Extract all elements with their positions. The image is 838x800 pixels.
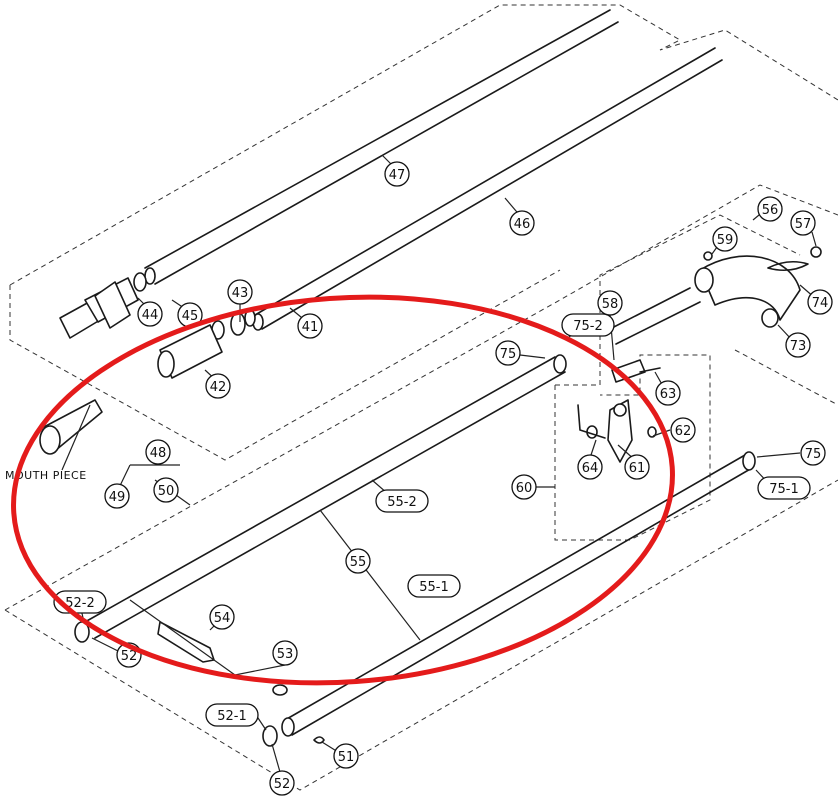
callout-41: 41 [297, 313, 323, 339]
valve-group-boundary [554, 214, 801, 541]
svg-text:57: 57 [795, 217, 812, 232]
leader-lines [61, 154, 817, 773]
callout-75-2: 75-2 [561, 313, 615, 337]
tube-55-2 [84, 354, 567, 639]
tube-46 [252, 47, 723, 331]
screw-59 [703, 251, 713, 261]
svg-text:64: 64 [582, 461, 599, 476]
svg-text:53: 53 [277, 647, 294, 662]
cap-74 [767, 260, 809, 272]
svg-text:75-2: 75-2 [573, 319, 603, 334]
callout-52-1: 52-1 [205, 703, 259, 727]
svg-text:59: 59 [717, 233, 734, 248]
svg-text:55-1: 55-1 [419, 580, 449, 595]
svg-text:74: 74 [812, 296, 829, 311]
svg-text:62: 62 [675, 424, 692, 439]
svg-text:75: 75 [805, 447, 822, 462]
plug-52 [74, 621, 278, 747]
callout-74: 74 [807, 289, 833, 315]
svg-text:75: 75 [500, 347, 517, 362]
clip-51 [313, 736, 325, 744]
callout-49: 49 [104, 483, 130, 509]
svg-text:41: 41 [302, 320, 319, 335]
callout-75-b: 75 [800, 440, 826, 466]
svg-text:52: 52 [121, 649, 138, 664]
svg-text:49: 49 [109, 490, 126, 505]
callout-64: 64 [577, 454, 603, 480]
callout-44: 44 [137, 301, 163, 327]
svg-text:50: 50 [158, 484, 175, 499]
red-highlight-ellipse [11, 294, 675, 686]
svg-text:63: 63 [660, 387, 677, 402]
svg-text:44: 44 [142, 308, 159, 323]
pin-54 [157, 621, 215, 663]
callout-57: 57 [790, 210, 816, 236]
bow-56 [694, 255, 801, 328]
svg-text:47: 47 [389, 168, 406, 183]
upper-assembly-boundary [9, 4, 838, 461]
callout-55-1: 55-1 [407, 574, 461, 598]
callout-52-b: 52 [269, 770, 295, 796]
callout-54: 54 [209, 604, 235, 630]
fitting-42 [157, 324, 223, 379]
svg-text:54: 54 [214, 611, 231, 626]
callout-47: 47 [384, 161, 410, 187]
svg-text:52: 52 [274, 777, 291, 792]
svg-text:73: 73 [790, 339, 807, 354]
callout-56: 56 [757, 196, 783, 222]
callout-75-1: 75-1 [757, 476, 811, 500]
callout-60: 60 [511, 474, 537, 500]
callout-63: 63 [655, 380, 681, 406]
valve-61 [607, 399, 633, 463]
screw-63 [639, 367, 661, 373]
mouthpiece [39, 399, 103, 455]
svg-text:52-2: 52-2 [65, 596, 95, 611]
callout-46: 46 [509, 210, 535, 236]
callout-73: 73 [785, 332, 811, 358]
fitting-44 [59, 277, 139, 339]
screw-57 [810, 246, 822, 258]
callout-61: 61 [624, 454, 650, 480]
callout-53: 53 [272, 640, 298, 666]
svg-text:52-1: 52-1 [217, 709, 247, 724]
svg-text:42: 42 [210, 380, 227, 395]
svg-text:51: 51 [338, 750, 355, 765]
callout-48: 48 [145, 439, 171, 465]
callout-50: 50 [153, 477, 179, 503]
mouthpiece-label: MOUTH PIECE [5, 469, 87, 482]
callout-62: 62 [670, 417, 696, 443]
part-53 [272, 684, 288, 696]
svg-text:61: 61 [629, 461, 646, 476]
svg-text:55: 55 [350, 555, 367, 570]
svg-text:56: 56 [762, 203, 779, 218]
svg-text:43: 43 [232, 286, 249, 301]
svg-text:48: 48 [150, 446, 167, 461]
svg-text:58: 58 [602, 297, 619, 312]
svg-text:45: 45 [182, 309, 199, 324]
svg-text:55-2: 55-2 [387, 495, 417, 510]
callout-43: 43 [227, 279, 253, 305]
screw-62 [647, 426, 657, 438]
callout-59: 59 [712, 226, 738, 252]
callout-75-a: 75 [495, 340, 521, 366]
svg-text:60: 60 [516, 481, 533, 496]
svg-text:46: 46 [514, 217, 531, 232]
callout-55-2: 55-2 [375, 489, 429, 513]
bracket-60 [577, 404, 606, 439]
svg-text:75-1: 75-1 [769, 482, 799, 497]
lower-assembly-boundary [4, 184, 838, 791]
callout-58: 58 [597, 290, 623, 316]
tube-47 [144, 9, 619, 285]
nut-43 [230, 309, 256, 336]
callout-42: 42 [205, 373, 231, 399]
callout-55: 55 [345, 548, 371, 574]
callout-51: 51 [333, 743, 359, 769]
